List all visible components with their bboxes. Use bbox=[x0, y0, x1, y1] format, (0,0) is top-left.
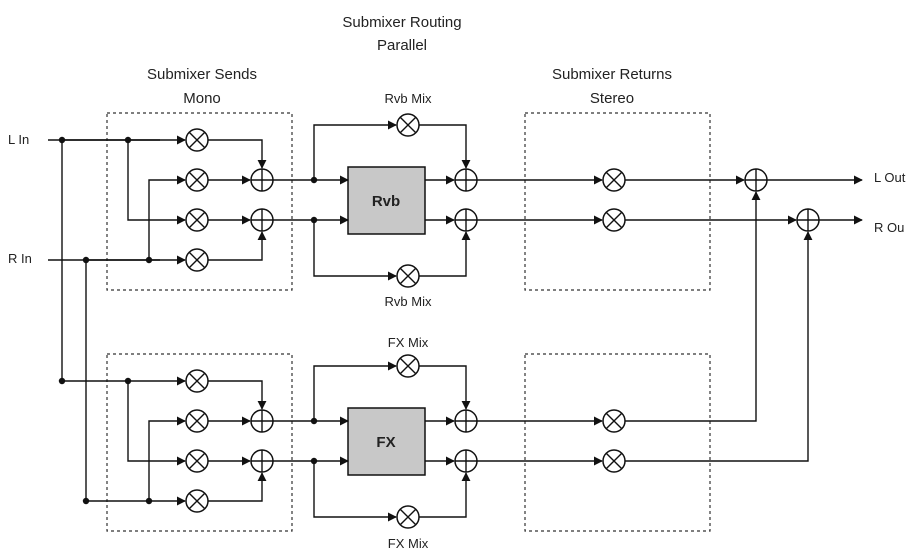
left-input-label: L In bbox=[8, 132, 29, 147]
fx-wire bbox=[208, 380, 267, 410]
sends-title: Submixer Sends bbox=[147, 66, 257, 83]
fx-wire bbox=[208, 472, 267, 502]
sum-node-icon bbox=[250, 409, 274, 433]
reverb-dry-wire bbox=[419, 231, 471, 277]
sends-box-upper bbox=[106, 112, 293, 291]
multiply-node-icon bbox=[185, 409, 209, 433]
multiply-node-icon bbox=[185, 208, 209, 232]
junction-dot bbox=[145, 497, 153, 505]
returns-subtitle: Stereo bbox=[590, 90, 634, 107]
routing-title: Submixer Routing bbox=[342, 14, 461, 31]
multiply-node-icon bbox=[602, 168, 626, 192]
junction-dot bbox=[124, 377, 132, 385]
fx-dry-wire bbox=[419, 472, 471, 518]
multiply-node-icon bbox=[396, 505, 420, 529]
reverb-branch-wire bbox=[148, 175, 186, 260]
sum-node-icon bbox=[454, 449, 478, 473]
junction-dot bbox=[310, 457, 318, 465]
fx-mix-top-label: FX Mix bbox=[388, 335, 429, 350]
reverb-dry-wire bbox=[419, 124, 471, 169]
reverb-wire bbox=[208, 139, 267, 169]
fx-right-return-wire bbox=[625, 231, 813, 462]
fx-left-return-wire bbox=[625, 191, 761, 422]
junction-dot bbox=[58, 377, 66, 385]
fx-mix-bottom-label: FX Mix bbox=[388, 536, 429, 551]
mixing-nodes bbox=[58, 113, 820, 529]
multiply-node-icon bbox=[396, 264, 420, 288]
multiply-node-icon bbox=[602, 409, 626, 433]
sum-node-icon bbox=[250, 208, 274, 232]
sum-node-icon bbox=[454, 208, 478, 232]
reverb-dry-wire bbox=[313, 220, 397, 281]
returns-title: Submixer Returns bbox=[552, 66, 672, 83]
fx-processor-label: FX bbox=[376, 434, 395, 451]
fx-dry-wire bbox=[313, 361, 397, 421]
sum-node-icon bbox=[250, 449, 274, 473]
right-output-label: R Ou bbox=[874, 220, 904, 235]
junction-dot bbox=[82, 497, 90, 505]
junction-dot bbox=[124, 136, 132, 144]
sum-node-icon bbox=[796, 208, 820, 232]
multiply-node-icon bbox=[396, 113, 420, 137]
reverb-processor-label: Rvb bbox=[372, 193, 400, 210]
reverb-wire bbox=[208, 231, 267, 261]
sum-node-icon bbox=[744, 168, 768, 192]
junction-dot bbox=[310, 176, 318, 184]
returns-box-upper bbox=[524, 112, 711, 291]
junction-dot bbox=[145, 256, 153, 264]
multiply-node-icon bbox=[602, 208, 626, 232]
junction-dot bbox=[58, 136, 66, 144]
sends-subtitle: Mono bbox=[183, 90, 221, 107]
right-input-label: R In bbox=[8, 251, 32, 266]
reverb-mix-top-label: Rvb Mix bbox=[385, 91, 432, 106]
multiply-node-icon bbox=[185, 168, 209, 192]
reverb-processor bbox=[347, 166, 426, 235]
fx-dry-wire bbox=[313, 461, 397, 522]
routing-subtitle: Parallel bbox=[377, 37, 427, 54]
junction-dot bbox=[310, 417, 318, 425]
reverb-branch-wire bbox=[127, 140, 186, 225]
reverb-mix-bottom-label: Rvb Mix bbox=[385, 294, 432, 309]
returns-box-lower bbox=[524, 353, 711, 532]
sum-node-icon bbox=[454, 409, 478, 433]
sends-box-lower bbox=[106, 353, 293, 532]
multiply-node-icon bbox=[185, 128, 209, 152]
reverb-dry-wire bbox=[313, 120, 397, 180]
left-output-label: L Out bbox=[874, 170, 906, 185]
junction-dot bbox=[310, 216, 318, 224]
multiply-node-icon bbox=[602, 449, 626, 473]
fx-branch-wire bbox=[127, 381, 186, 466]
multiply-node-icon bbox=[396, 354, 420, 378]
fx-processor bbox=[347, 407, 426, 476]
sum-node-icon bbox=[250, 168, 274, 192]
multiply-node-icon bbox=[185, 489, 209, 513]
multiply-node-icon bbox=[185, 369, 209, 393]
junction-dot bbox=[82, 256, 90, 264]
sum-node-icon bbox=[454, 168, 478, 192]
multiply-node-icon bbox=[185, 248, 209, 272]
multiply-node-icon bbox=[185, 449, 209, 473]
signal-wires bbox=[48, 120, 863, 522]
fx-branch-wire bbox=[148, 416, 186, 501]
fx-dry-wire bbox=[419, 365, 471, 410]
